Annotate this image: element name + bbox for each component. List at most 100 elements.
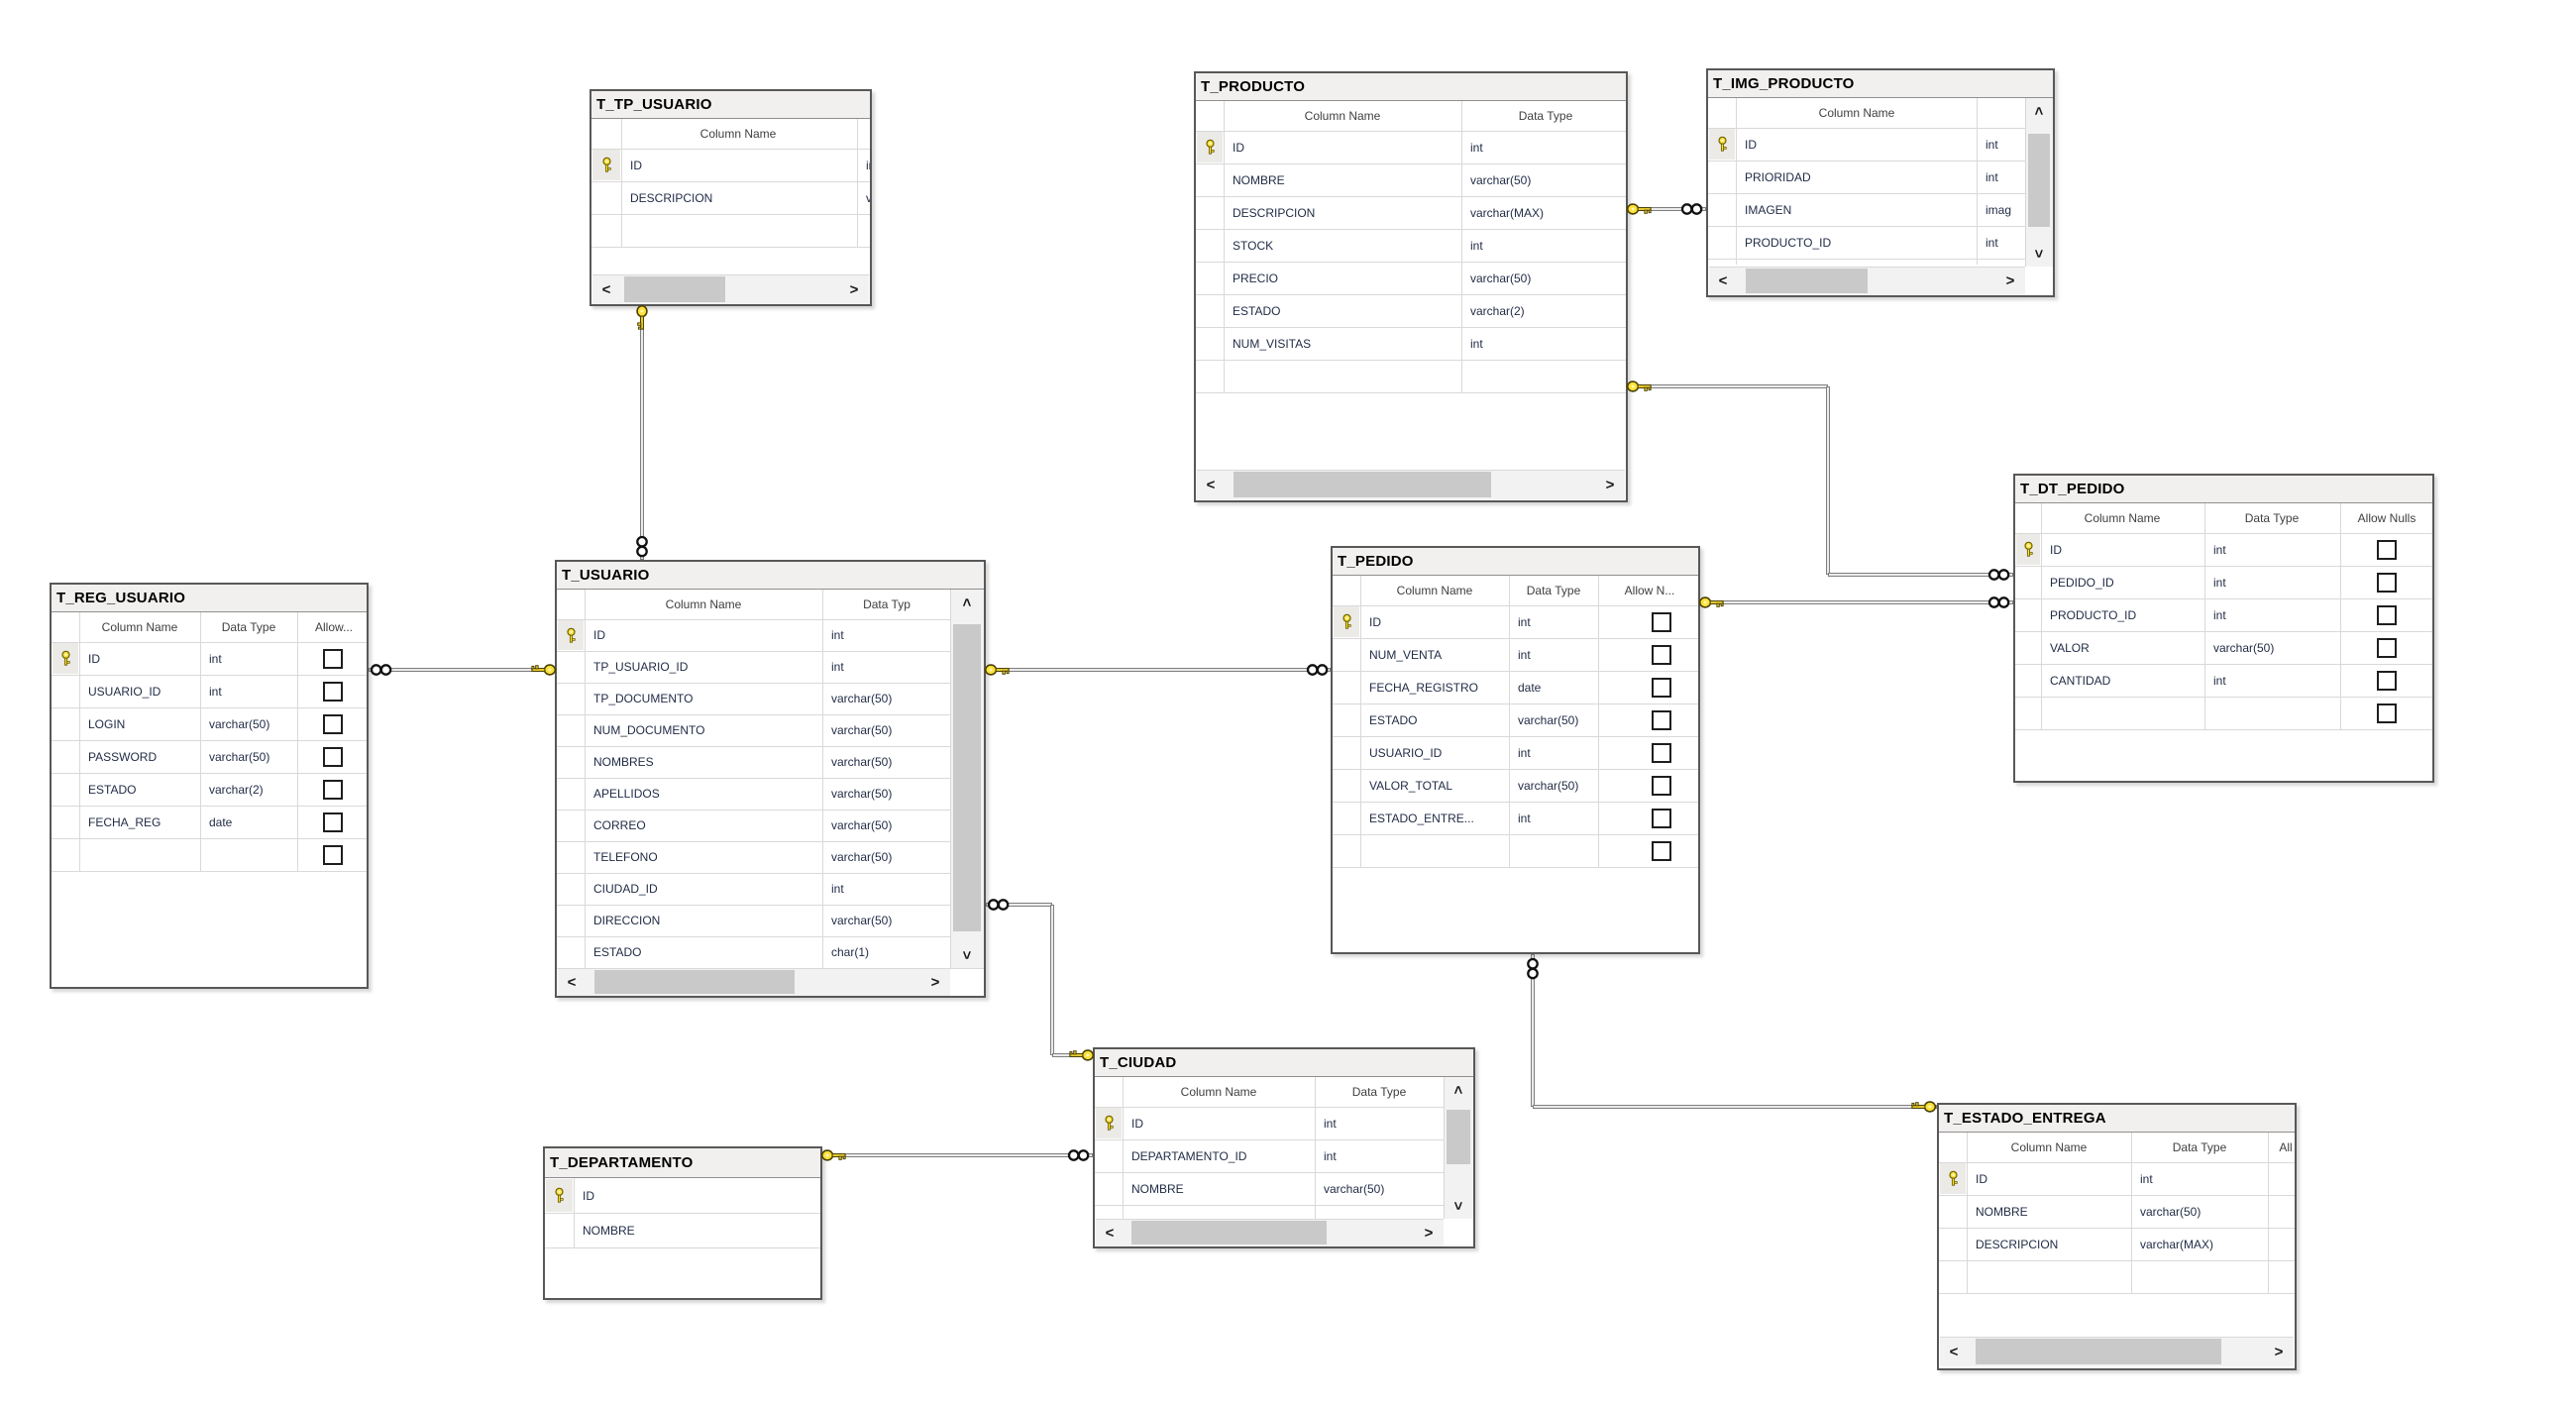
scroll-down-arrow-icon[interactable]: > [958, 950, 976, 960]
table-row[interactable]: NOMBRE [545, 1213, 820, 1247]
scrollbar-thumb[interactable] [2028, 134, 2050, 227]
allow-nulls-checkbox[interactable] [1652, 677, 1671, 698]
table-title-bar[interactable]: T_REG_USUARIO [52, 585, 367, 612]
table-row[interactable] [591, 214, 870, 247]
allow-nulls-checkbox[interactable] [1652, 709, 1671, 730]
scrollbar-thumb[interactable] [624, 276, 725, 302]
allow-nulls-checkbox[interactable] [1652, 742, 1671, 763]
table-title-bar[interactable]: T_DEPARTAMENTO [545, 1148, 820, 1178]
scrollbar-thumb[interactable] [1234, 472, 1491, 497]
scroll-left-arrow-icon[interactable]: < [1105, 1224, 1115, 1242]
allow-nulls-checkbox[interactable] [323, 746, 343, 767]
allow-nulls-checkbox[interactable] [323, 812, 343, 832]
scrollbar-thumb[interactable] [1447, 1110, 1470, 1164]
relationship-line[interactable] [1628, 384, 1828, 388]
scrollbar-thumb[interactable] [1976, 1339, 2221, 1364]
scroll-left-arrow-icon[interactable]: < [1206, 476, 1216, 493]
relationship-line[interactable] [369, 668, 555, 672]
scroll-right-arrow-icon[interactable]: > [1424, 1224, 1434, 1242]
relationship-line[interactable] [1050, 905, 1054, 1055]
table-row[interactable] [2015, 697, 2432, 729]
relationship-line[interactable] [1826, 386, 1830, 575]
relationship-line[interactable] [1533, 1105, 1937, 1109]
scroll-right-arrow-icon[interactable]: > [2274, 1343, 2284, 1360]
relationship-line[interactable] [1700, 600, 2013, 604]
scroll-right-arrow-icon[interactable]: > [849, 280, 859, 298]
scrollbar-thumb[interactable] [1131, 1221, 1327, 1245]
allow-nulls-checkbox[interactable] [1652, 775, 1671, 796]
allow-nulls-checkbox[interactable] [2377, 670, 2397, 691]
table-title-bar[interactable]: T_ESTADO_ENTREGA [1939, 1105, 2295, 1133]
allow-nulls-checkbox[interactable] [2377, 703, 2397, 723]
table-title-bar[interactable]: T_TP_USUARIO [591, 91, 870, 119]
table-title-bar[interactable]: T_CIUDAD [1095, 1049, 1473, 1077]
allow-nulls-checkbox[interactable] [323, 844, 343, 865]
allow-nulls-checkbox[interactable] [2377, 604, 2397, 625]
table-title-bar[interactable]: T_PEDIDO [1333, 548, 1698, 576]
table-title-bar[interactable]: T_IMG_PRODUCTO [1708, 70, 2053, 98]
allow-nulls-checkbox[interactable] [323, 779, 343, 800]
scroll-left-arrow-icon[interactable]: < [567, 973, 577, 991]
relationship-line[interactable] [640, 306, 644, 560]
scroll-left-arrow-icon[interactable]: < [601, 280, 611, 298]
scroll-left-arrow-icon[interactable]: < [1949, 1343, 1959, 1360]
allow-nulls-checkbox[interactable] [2377, 572, 2397, 593]
table-row[interactable] [52, 838, 367, 871]
allow-nulls-checkbox[interactable] [2377, 539, 2397, 560]
allow-nulls-checkbox[interactable] [323, 681, 343, 702]
scroll-right-arrow-icon[interactable]: > [2005, 272, 2015, 289]
scrollbar-thumb[interactable] [1746, 269, 1868, 293]
scrollbar-thumb[interactable] [953, 624, 981, 931]
allow-nulls-checkbox[interactable] [1652, 840, 1671, 861]
relationship-line[interactable] [1828, 573, 2013, 577]
scroll-down-arrow-icon[interactable]: > [1449, 1201, 1467, 1211]
relationship-line[interactable] [822, 1153, 1093, 1157]
scroll-right-arrow-icon[interactable]: > [930, 973, 940, 991]
table-title-bar[interactable]: T_DT_PEDIDO [2015, 476, 2432, 503]
table-title-bar[interactable]: T_PRODUCTO [1196, 73, 1626, 101]
table-title-bar[interactable]: T_USUARIO [557, 562, 984, 590]
allow-nulls-checkbox[interactable] [1652, 644, 1671, 665]
allow-nulls-checkbox[interactable] [1652, 611, 1671, 632]
table-row[interactable]: ID [545, 1178, 820, 1213]
table-row[interactable]: ESTADO_ENTRE...int [1333, 802, 1698, 834]
